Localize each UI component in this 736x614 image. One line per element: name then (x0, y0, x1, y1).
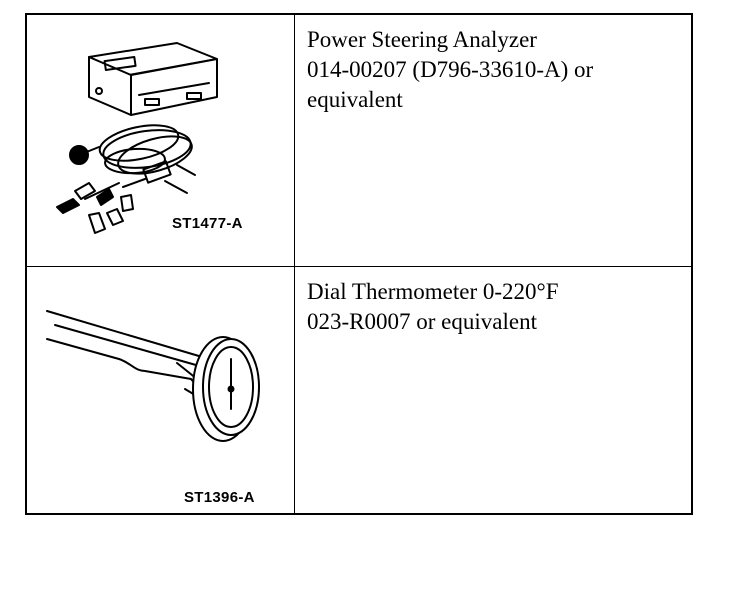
dial-thermometer-icon (46, 310, 260, 442)
tool-description-cell: Power Steering Analyzer 014-00207 (D796-… (295, 15, 691, 266)
tool-row-dial-thermometer: ST1396-A Dial Thermometer 0-220°F 023-R0… (27, 267, 691, 513)
special-tools-table: ST1477-A Power Steering Analyzer 014-002… (25, 13, 693, 515)
tool-row-power-steering-analyzer: ST1477-A Power Steering Analyzer 014-002… (27, 15, 691, 267)
tool-image-cell: ST1396-A (27, 267, 295, 513)
tool-equivalent-note: equivalent (307, 87, 403, 112)
tool-name: Power Steering Analyzer (307, 27, 537, 52)
tool-image-cell: ST1477-A (27, 15, 295, 266)
tool-part-number: 014-00207 (D796-33610-A) or (307, 57, 594, 82)
power-steering-analyzer-icon (56, 42, 218, 234)
tool-part-number: 023-R0007 or equivalent (307, 309, 537, 334)
figure-label: ST1396-A (184, 489, 255, 506)
tool-name: Dial Thermometer 0-220°F (307, 279, 559, 304)
figure-label: ST1477-A (172, 215, 243, 232)
tool-description-cell: Dial Thermometer 0-220°F 023-R0007 or eq… (295, 267, 691, 513)
